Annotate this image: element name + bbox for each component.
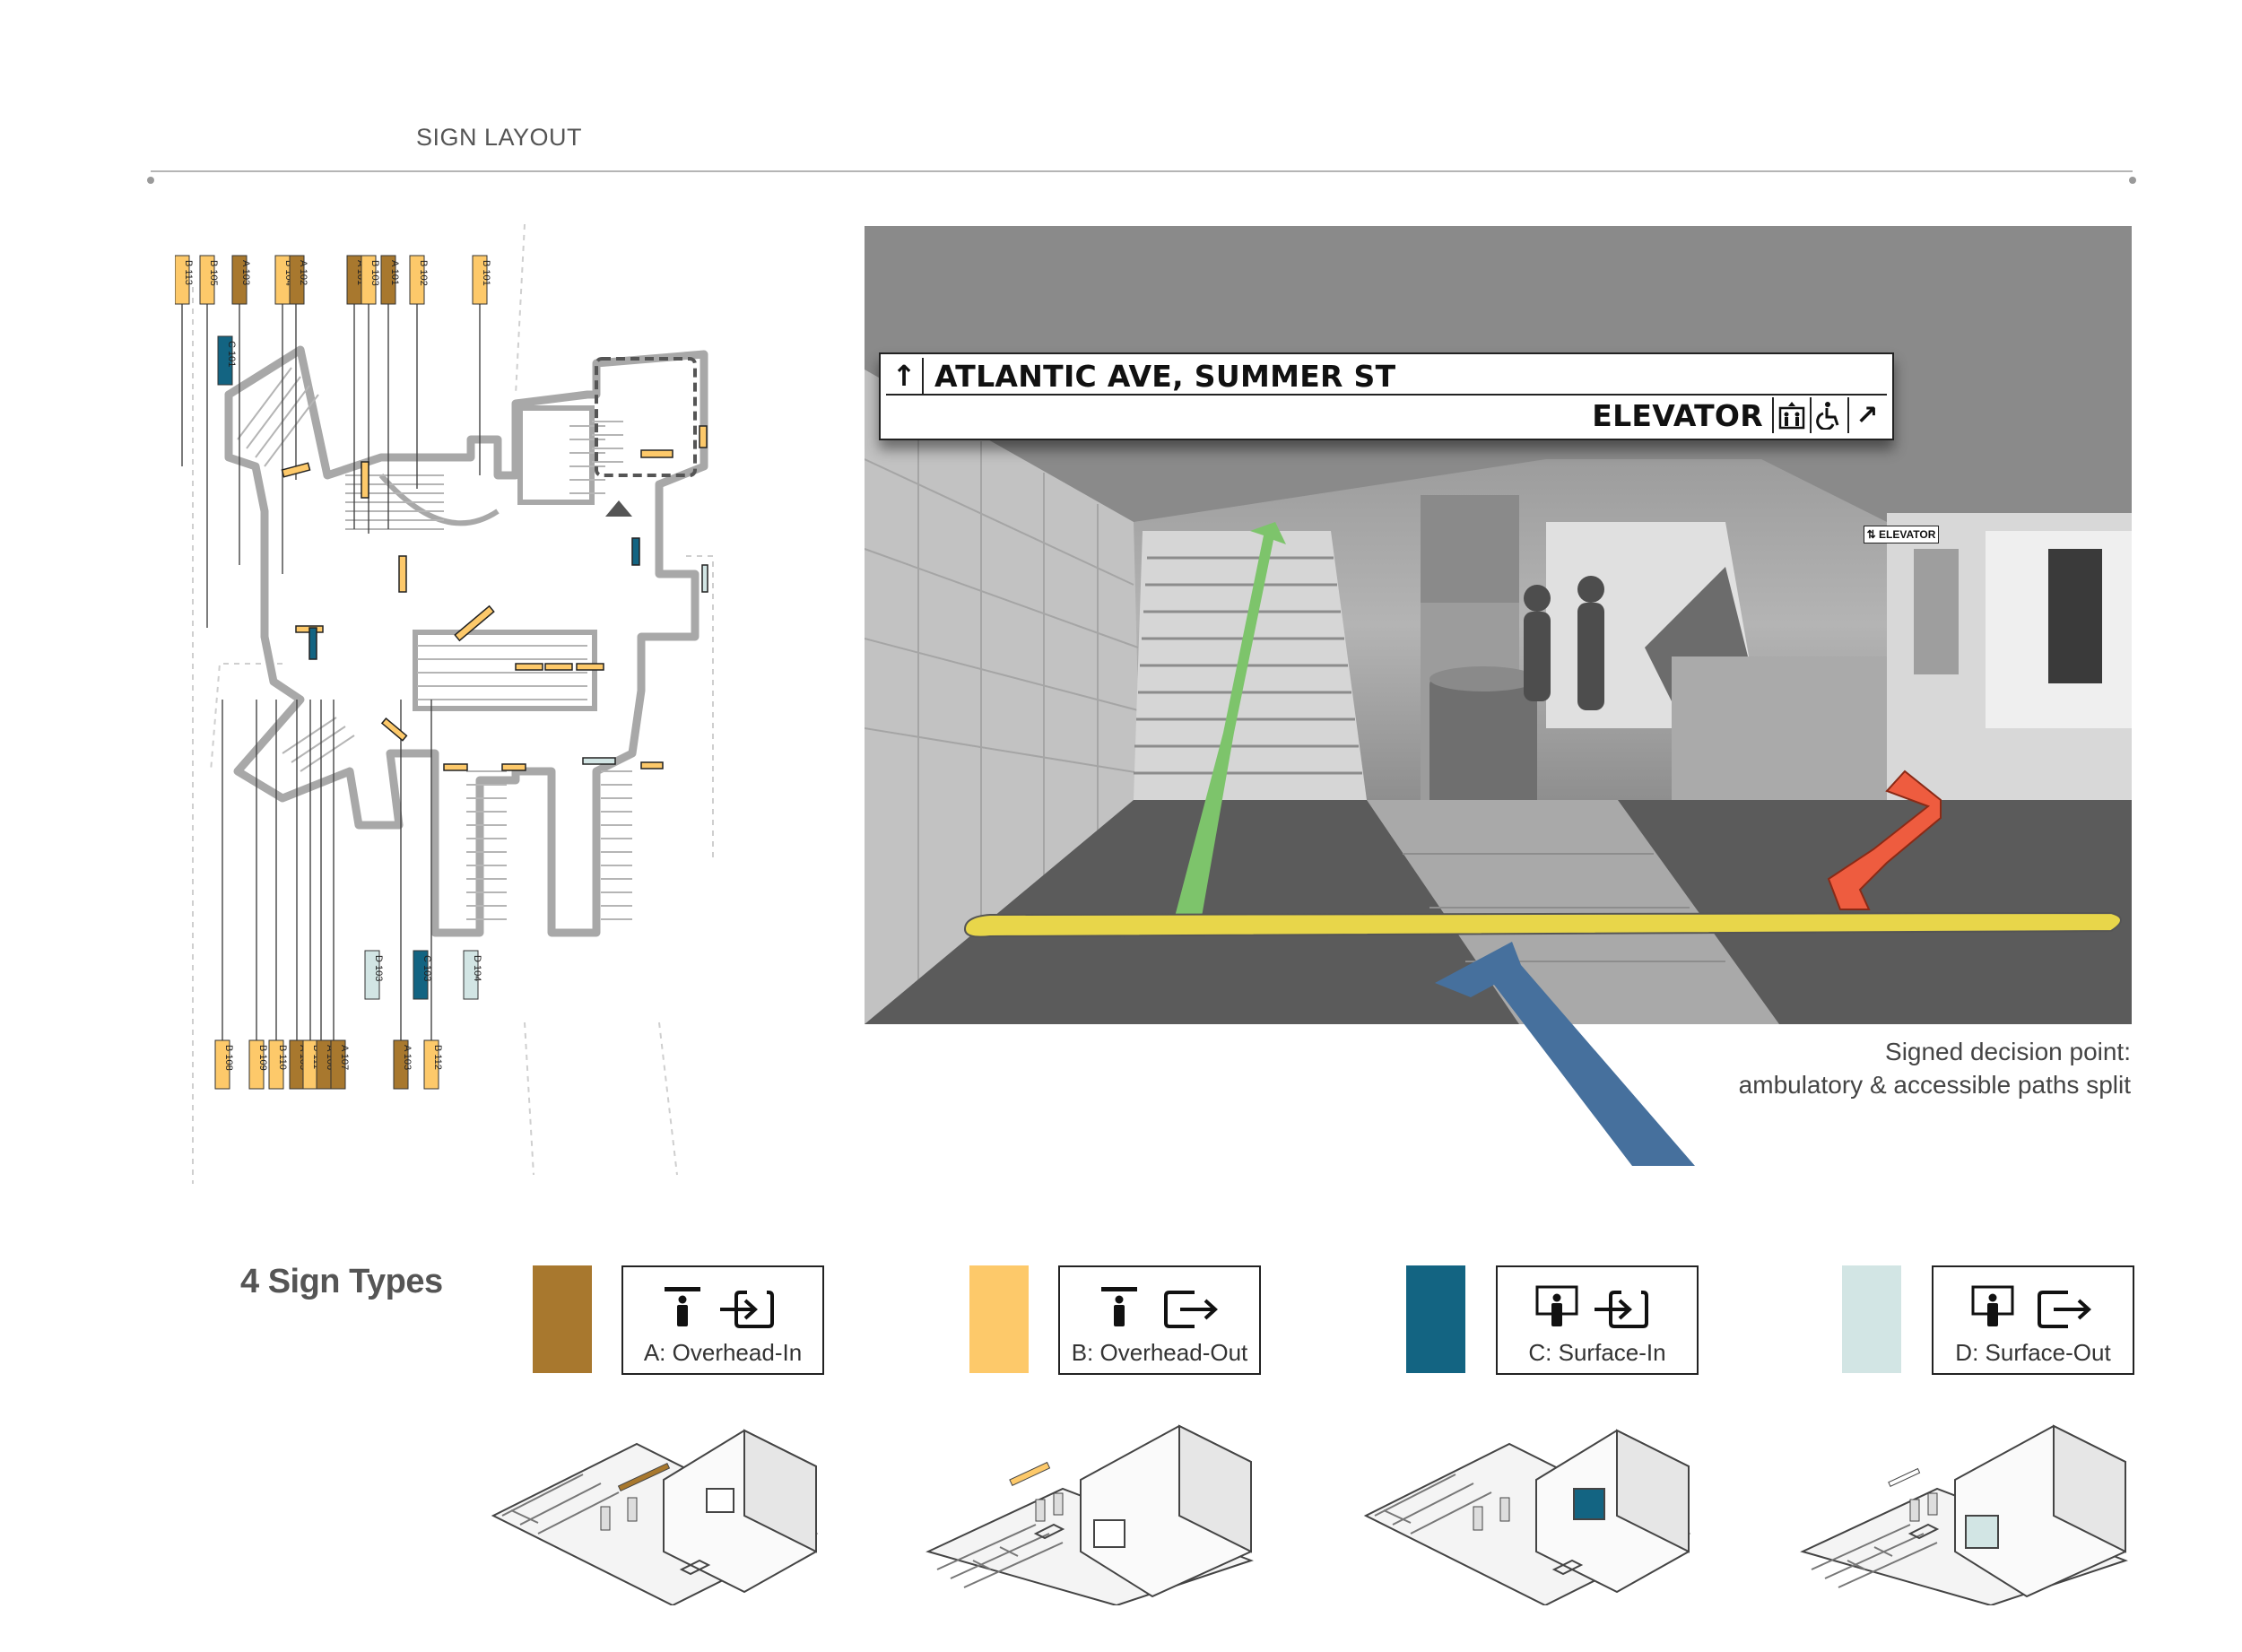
plan-tag-label: C 101: [226, 341, 237, 367]
enter-icon: [720, 1291, 774, 1328]
photo-caption: Signed decision point: ambulatory & acce…: [1593, 1035, 2131, 1101]
swatch-overhead-out: [969, 1265, 1029, 1373]
section-title: SIGN LAYOUT: [416, 124, 583, 151]
sign-type-label: C: Surface-In: [1528, 1339, 1666, 1366]
sign-types-heading: 4 Sign Types: [240, 1263, 443, 1300]
plan-tag-label: B 105: [208, 260, 219, 286]
sign-type-d-card: D: Surface-Out: [1932, 1265, 2134, 1375]
rule-start-dot: [147, 177, 154, 184]
sign-type-a-card: A: Overhead-In: [621, 1265, 824, 1375]
caption-line-2: ambulatory & accessible paths split: [1738, 1071, 2131, 1099]
plan-tag-label: B 109: [257, 1045, 268, 1071]
exit-icon: [2038, 1291, 2091, 1328]
swatch-surface-out: [1842, 1265, 1901, 1373]
isometric-surface-out: [1800, 1424, 2128, 1605]
sign-type-label: A: Overhead-In: [643, 1339, 803, 1366]
plan-tag-label: A 103: [402, 1045, 413, 1070]
plan-tag-label: D 104: [472, 955, 482, 981]
plan-tag-label: B 112: [432, 1045, 443, 1070]
floor-plan: B 113 B 105 A 103 B 104 A 102 A 101 B 10…: [175, 223, 714, 1184]
person-under-sign-icon: [665, 1287, 700, 1326]
accessible-icon: [1810, 397, 1847, 433]
arrow-up-right-icon: ↗: [1847, 397, 1885, 433]
arrow-up-icon: ↑: [886, 358, 924, 394]
plan-tag-label: B 102: [418, 260, 429, 286]
sign-type-label: B: Overhead-Out: [1071, 1339, 1248, 1366]
station-photo: [865, 226, 2132, 1024]
approach-path-arrow: [1435, 942, 1695, 1166]
plan-tag-a103b: A 103: [393, 1039, 413, 1090]
rule-end-dot: [2129, 177, 2136, 184]
sign-type-b-card: B: Overhead-Out: [1058, 1265, 1261, 1375]
plan-tag-b102: B 102: [409, 255, 429, 305]
main-path-band: [963, 911, 2122, 938]
plan-tag-b103: B 103: [361, 255, 380, 305]
plan-tag-b109: B 109: [248, 1039, 268, 1090]
plan-tag-c101: C 101: [217, 335, 237, 386]
sign-type-label: D: Surface-Out: [1955, 1339, 2111, 1366]
sign-line-atlantic: ↑ ATLANTIC AVE, SUMMER ST: [886, 358, 1887, 396]
enter-icon: [1595, 1291, 1648, 1328]
swatch-overhead-in: [533, 1265, 592, 1373]
plan-tag-a102: A 102: [289, 255, 308, 305]
stairs-path-arrow: [1175, 522, 1286, 917]
elevator-icon: [1772, 397, 1810, 433]
person-under-sign-icon: [1101, 1287, 1137, 1326]
plan-tag-label: C 103: [421, 955, 432, 981]
small-elevator-sign: ⇅ ELEVATOR: [1864, 526, 1939, 543]
swatch-surface-in: [1406, 1265, 1465, 1373]
plan-tag-label: D 103: [373, 955, 384, 981]
caption-line-1: Signed decision point:: [1885, 1038, 2131, 1065]
plan-tag-a101b: A 101: [380, 255, 400, 305]
person-at-panel-icon: [1535, 1285, 1578, 1326]
sign-type-c-card: C: Surface-In: [1496, 1265, 1699, 1375]
isometric-overhead-in: [491, 1429, 819, 1605]
overhead-wayfinding-sign: ↑ ATLANTIC AVE, SUMMER ST ELEVATOR ↗: [879, 352, 1894, 440]
plan-tag-a107: A 107: [330, 1039, 350, 1090]
plan-tag-b101: B 101: [472, 255, 491, 305]
sign-line-elevator: ELEVATOR ↗: [1592, 397, 1885, 433]
plan-tag-label: A 107: [339, 1045, 350, 1070]
exit-icon: [1164, 1291, 1218, 1328]
sign-destination-text: ATLANTIC AVE, SUMMER ST: [934, 358, 1396, 394]
plan-tag-label: B 103: [369, 260, 380, 286]
plan-tag-d103: D 103: [364, 950, 384, 1000]
plan-tag-c103: C 103: [413, 950, 432, 1000]
plan-tag-b105: B 105: [199, 255, 219, 305]
plan-tag-label: A 101: [389, 260, 400, 285]
plan-tag-label: B 110: [277, 1045, 288, 1070]
plan-tag-b112: B 112: [423, 1039, 443, 1090]
sign-elevator-text: ELEVATOR: [1592, 397, 1763, 433]
plan-tag-a103: A 103: [231, 255, 251, 305]
plan-tag-label: B 108: [223, 1045, 234, 1071]
plan-tag-label: B 101: [481, 260, 491, 286]
isometric-surface-in: [1363, 1429, 1691, 1605]
accessible-path-arrow: [1827, 769, 1942, 910]
plan-tag-label: B 113: [183, 260, 194, 285]
plan-tag-label: A 102: [298, 260, 308, 285]
plan-tag-b113: B 113: [175, 255, 194, 305]
header-rule: [151, 170, 2133, 172]
plan-tag-b108: B 108: [214, 1039, 234, 1090]
isometric-overhead-out: [925, 1424, 1254, 1605]
plan-tag-label: A 103: [240, 260, 251, 285]
plan-tag-d104: D 104: [463, 950, 482, 1000]
plan-tag-b110: B 110: [268, 1039, 288, 1090]
person-at-panel-icon: [1971, 1285, 2014, 1326]
